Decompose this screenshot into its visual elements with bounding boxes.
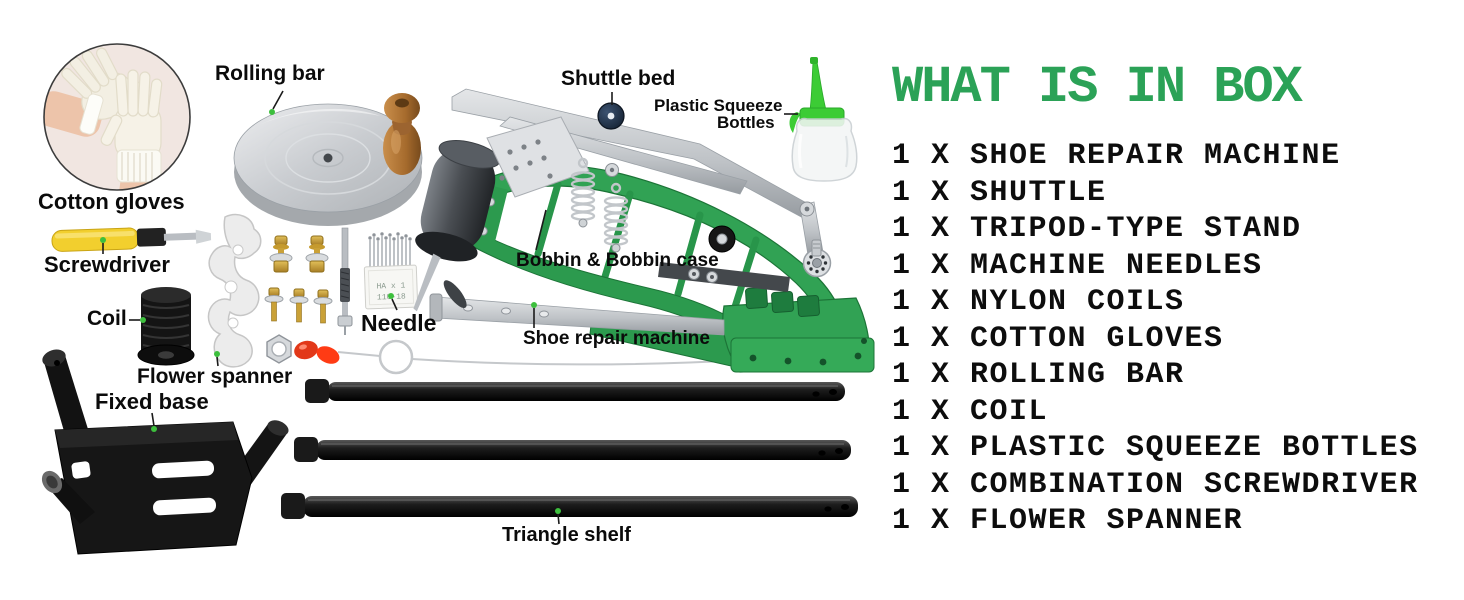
- label-shuttle-bed: Shuttle bed: [561, 67, 676, 90]
- label-shoe-repair-machine: Shoe repair machine: [523, 328, 710, 349]
- label-flower-spanner: Flower spanner: [137, 365, 293, 388]
- label-plastic-squeeze-bottles-line2: Bottles: [717, 113, 775, 132]
- box-list-item: 1 X MACHINE NEEDLES: [892, 248, 1263, 283]
- rolling-bar-disc: [233, 103, 423, 226]
- red-bobbins: [294, 340, 340, 364]
- thread-loop-wire: [337, 339, 743, 375]
- tripod-rod-3: [281, 493, 858, 519]
- flower-spanner-product: [207, 213, 262, 368]
- screws-set: [264, 235, 333, 324]
- label-coil: Coil: [87, 307, 127, 330]
- label-screwdriver: Screwdriver: [44, 252, 170, 277]
- parts-collage-art: HA x 1 110-18: [41, 43, 875, 555]
- shoe-repair-machine-product: [413, 88, 875, 373]
- box-list-item: 1 X PLASTIC SQUEEZE BOTTLES: [892, 431, 1419, 465]
- needle-pack-text-1: HA x 1: [376, 281, 405, 291]
- hex-nut: [266, 334, 292, 364]
- box-list-item: 1 X FLOWER SPANNER: [892, 504, 1244, 538]
- label-rolling-bar: Rolling bar: [215, 62, 325, 85]
- box-list-item: 1 X SHUTTLE: [892, 175, 1107, 210]
- box-list-item: 1 X SHOE REPAIR MACHINE: [892, 139, 1341, 173]
- label-triangle-shelf: Triangle shelf: [502, 524, 631, 546]
- box-list-heading: WHAT IS IN BOX: [892, 58, 1303, 117]
- tripod-rod-2: [294, 437, 851, 462]
- cotton-gloves-photo: [43, 43, 191, 191]
- shuttle-bed-product: [597, 102, 625, 130]
- label-bobbin-case: Bobbin & Bobbin case: [516, 250, 719, 271]
- box-list-item: 1 X ROLLING BAR: [892, 358, 1185, 392]
- leader-dots: [100, 109, 561, 514]
- coil-product: [137, 287, 195, 366]
- screwdriver-product: [51, 227, 212, 252]
- awl-pin: [337, 227, 353, 335]
- box-list-item: 1 X COTTON GLOVES: [892, 321, 1224, 356]
- box-list-item: 1 X COMBINATION SCREWDRIVER: [892, 467, 1419, 502]
- box-list-item: 1 X NYLON COILS: [892, 285, 1185, 319]
- wooden-handle: [383, 93, 421, 175]
- label-plastic-squeeze-bottles-line1: Plastic Squeeze: [654, 96, 783, 115]
- leader-lines: [102, 90, 798, 525]
- tripod-rod-1: [305, 379, 845, 403]
- squeeze-bottle-product: [789, 57, 858, 182]
- box-list-item: 1 X TRIPOD-TYPE STAND: [892, 212, 1302, 246]
- label-cotton-gloves: Cotton gloves: [38, 189, 185, 214]
- label-needle: Needle: [361, 310, 437, 336]
- fixed-base-product: [41, 349, 289, 555]
- box-list-item: 1 X COIL: [892, 394, 1049, 429]
- label-fixed-base: Fixed base: [95, 389, 209, 414]
